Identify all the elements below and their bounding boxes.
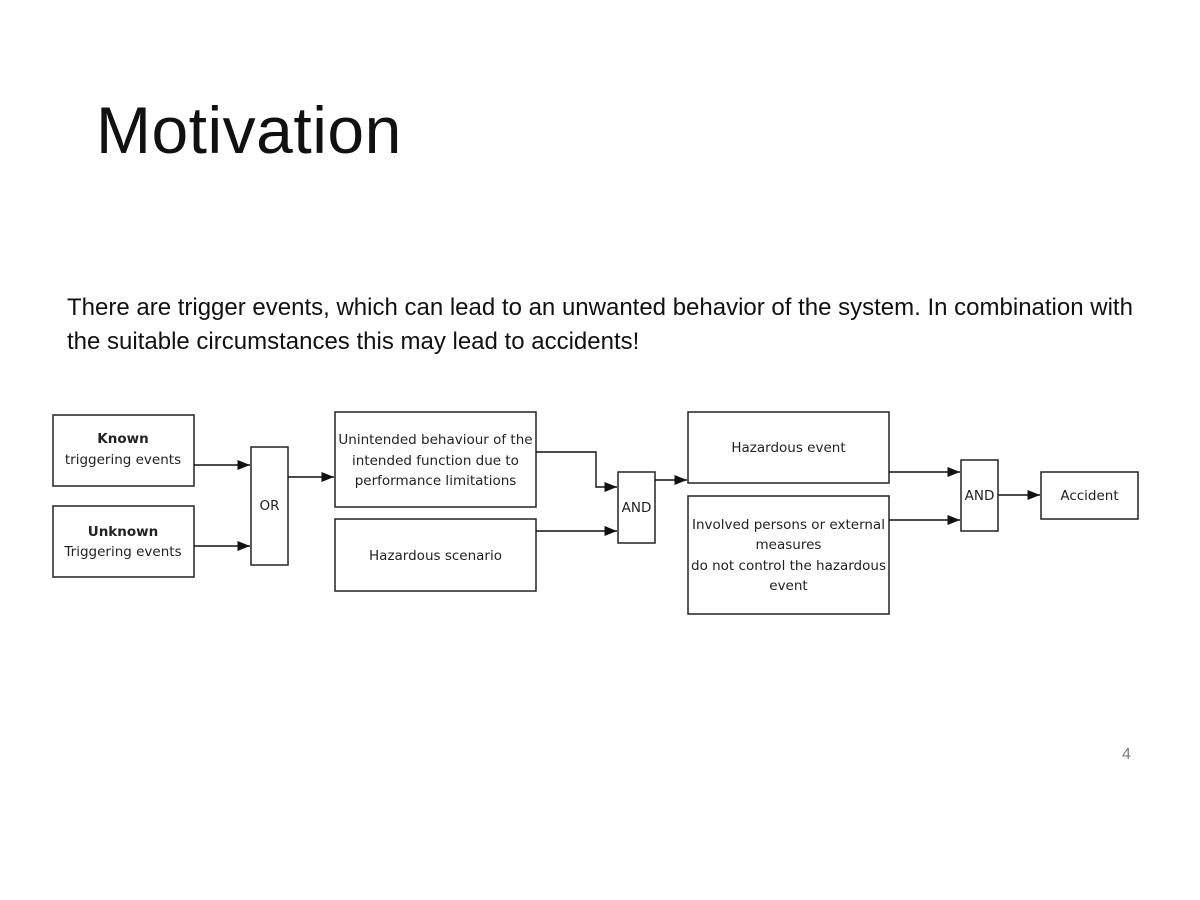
- known-label: Known: [97, 431, 148, 447]
- unknown-triggering-events-box: Unknown Triggering events: [52, 505, 195, 578]
- unknown-sublabel: Triggering events: [63, 544, 181, 560]
- accident-box: Accident: [1040, 471, 1139, 520]
- and-gate-2-label: AND: [965, 488, 995, 504]
- known-triggering-events-box: Known triggering events: [52, 414, 195, 487]
- hazardous-scenario-box: Hazardous scenario: [334, 518, 537, 592]
- unintended-line-3: performance limitations: [355, 473, 517, 489]
- edge-unintended-to-and1: [536, 451, 617, 493]
- slide-body-text: There are trigger events, which can lead…: [67, 294, 1133, 355]
- known-sublabel: triggering events: [65, 452, 181, 468]
- unintended-behaviour-box: Unintended behaviour of the intended fun…: [334, 411, 537, 508]
- and-gate-1: AND: [617, 471, 656, 544]
- unknown-label: Unknown: [88, 524, 159, 540]
- involved-line-2: measures: [756, 537, 822, 553]
- slide-title: Motivation: [96, 93, 402, 167]
- and-gate-2: AND: [960, 459, 999, 532]
- hazardous-scenario-label: Hazardous scenario: [369, 548, 502, 564]
- unintended-line-1: Unintended behaviour of the: [338, 432, 532, 448]
- or-gate: OR: [250, 446, 289, 566]
- involved-line-3: do not control the hazardous: [691, 558, 886, 574]
- or-gate-label: OR: [259, 498, 279, 514]
- accident-label: Accident: [1060, 488, 1118, 504]
- involved-line-1: Involved persons or external: [692, 517, 885, 533]
- hazardous-event-label: Hazardous event: [731, 440, 845, 456]
- unintended-line-2: intended function due to: [352, 453, 519, 469]
- involved-line-4: event: [769, 578, 807, 594]
- involved-persons-box: Involved persons or external measures do…: [687, 495, 890, 615]
- page-number: 4: [1122, 746, 1131, 763]
- and-gate-1-label: AND: [622, 500, 652, 516]
- hazardous-event-box: Hazardous event: [687, 411, 890, 484]
